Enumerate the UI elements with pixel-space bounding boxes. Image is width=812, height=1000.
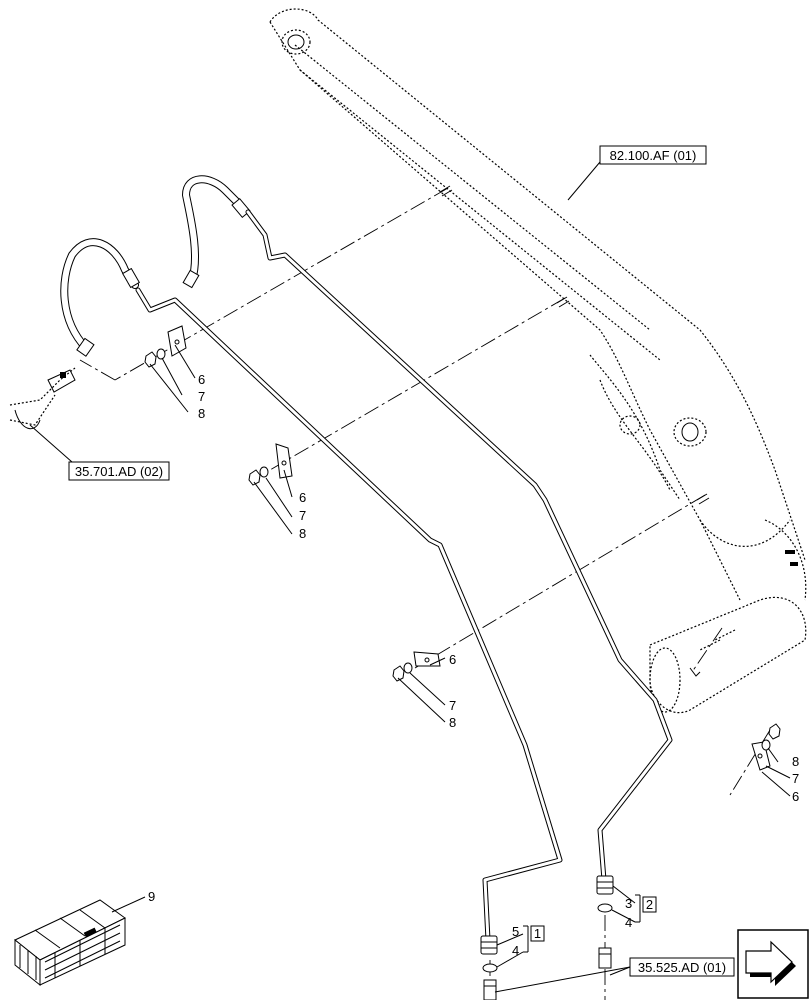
reference-pipe-connection[interactable]: 35.525.AD (01) <box>629 957 735 977</box>
steel-pipes <box>135 209 673 943</box>
callout-8: 8 <box>792 754 799 769</box>
callout-7: 7 <box>198 389 205 404</box>
callout-9: 9 <box>148 889 155 904</box>
callout-4: 4 <box>625 915 632 930</box>
callout-6: 6 <box>198 372 205 387</box>
callout-7: 7 <box>449 698 456 713</box>
assembly-lines <box>79 187 771 1000</box>
callout-4: 4 <box>512 943 519 958</box>
kit-crate <box>14 899 126 987</box>
callout-6: 6 <box>449 652 456 667</box>
clamp-set-4 <box>751 723 781 771</box>
hydraulic-hoses <box>60 175 251 357</box>
boom-studs <box>439 185 710 677</box>
clamp-set-3 <box>392 651 441 682</box>
callout-7: 7 <box>299 508 306 523</box>
callout-6: 6 <box>792 789 799 804</box>
hose-end-connection <box>9 367 76 430</box>
reference-boom-label: 82.100.AF (01) <box>610 148 697 163</box>
callout-8: 8 <box>449 715 456 730</box>
leader-lines <box>29 161 791 993</box>
clamp-set-1 <box>144 325 187 368</box>
reference-boom[interactable]: 82.100.AF (01) <box>599 145 707 165</box>
callout-6: 6 <box>299 490 306 505</box>
callout-group-1: 1 <box>534 926 541 941</box>
reference-hose-connection[interactable]: 35.701.AD (02) <box>68 461 170 481</box>
callout-group-2: 2 <box>646 897 653 912</box>
callout-7: 7 <box>792 771 799 786</box>
navigation-arrow-icon[interactable] <box>737 929 809 999</box>
boom-outline <box>269 8 807 714</box>
callout-8: 8 <box>299 526 306 541</box>
clamp-set-2 <box>248 443 293 486</box>
reference-pipe-connection-label: 35.525.AD (01) <box>638 960 726 975</box>
callout-3: 3 <box>625 896 632 911</box>
pipe-end-fittings <box>480 875 614 1000</box>
callout-5: 5 <box>512 924 519 939</box>
callout-8: 8 <box>198 406 205 421</box>
reference-hose-connection-label: 35.701.AD (02) <box>75 464 163 479</box>
callout-labels: 6 7 8 6 7 8 6 7 8 8 7 6 9 3 4 2 5 4 1 <box>148 372 799 958</box>
